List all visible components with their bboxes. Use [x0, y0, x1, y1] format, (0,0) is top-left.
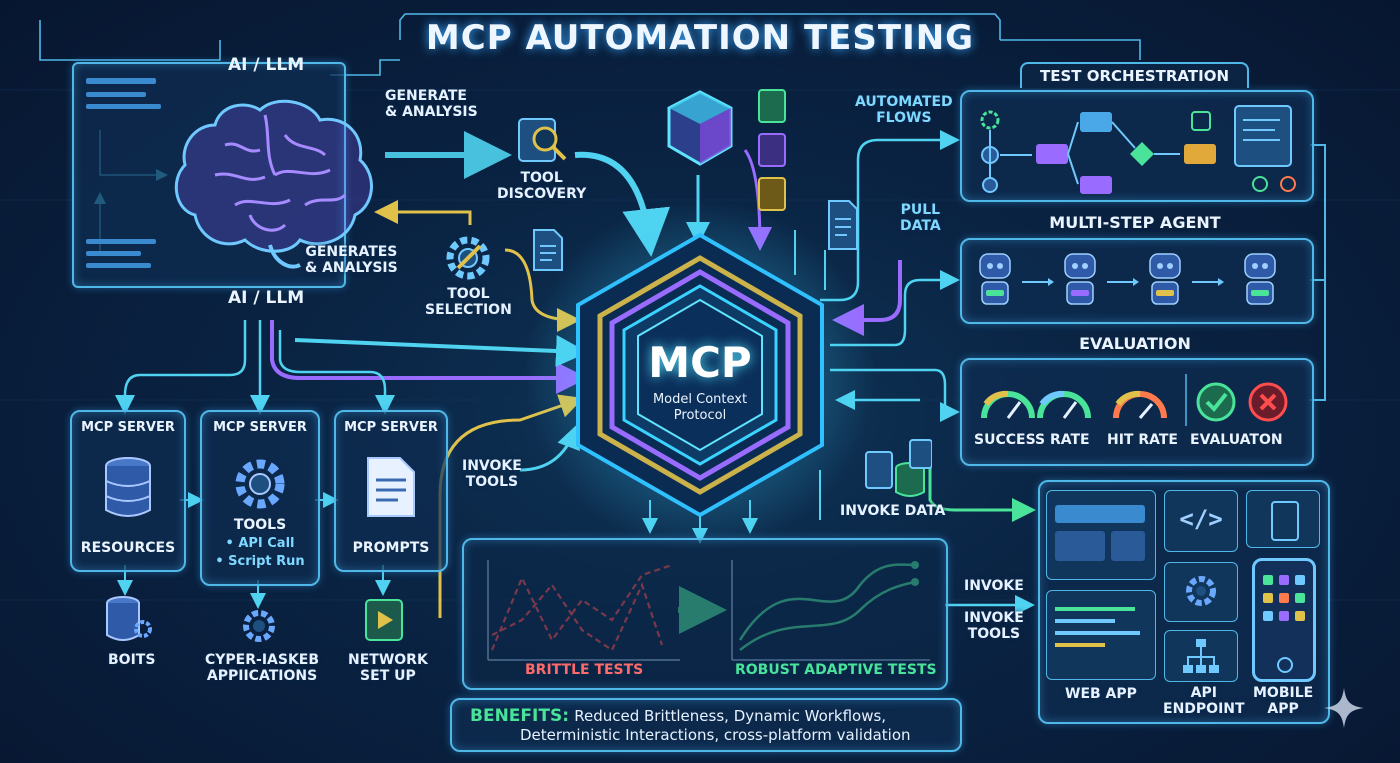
robust-tests-label: ROBUST ADAPTIVE TESTS [735, 662, 937, 678]
mobile-phone-icon [1252, 558, 1316, 682]
document-icon-right [828, 200, 858, 250]
boits-label: BOITS [108, 652, 156, 668]
magnifier-doc-icon [518, 118, 567, 162]
test-orchestration-panel [960, 90, 1314, 202]
video-play-icon [365, 599, 403, 641]
charts-panel [462, 538, 948, 690]
server-header: MCP SERVER [81, 420, 175, 435]
hit-rate-label: HIT RATE [1107, 432, 1178, 448]
server-label: PROMPTS [352, 540, 430, 556]
multi-step-agent-panel [960, 238, 1314, 324]
invoke-data-label: INVOKE DATA [840, 503, 946, 519]
benefits-text-1: Reduced Brittleness, Dynamic Workflows, [574, 707, 887, 725]
mcp-server-tools: MCP SERVER TOOLS • API Call • Script Run [200, 410, 320, 586]
llm-code-panel [72, 62, 346, 288]
server-label: TOOLS [233, 517, 287, 533]
api-gear-box [1164, 562, 1238, 622]
test-orchestration-title: TEST ORCHESTRATION [1020, 62, 1249, 88]
tools-bullet-script: • Script Run [215, 554, 305, 569]
evaluation-panel: SUCCESS RATE HIT RATE EVALUATON [960, 358, 1314, 466]
ai-llm-top-label: AI / LLM [228, 55, 305, 75]
mcp-server-prompts: MCP SERVER PROMPTS [334, 410, 448, 572]
server-label: RESOURCES [80, 540, 176, 556]
database-icon [105, 457, 151, 517]
server-header: MCP SERVER [213, 420, 307, 435]
api-network-box [1164, 630, 1238, 682]
prompt-document-icon [367, 457, 415, 517]
invoke-right-label: INVOKE [964, 578, 1024, 594]
cube-icon [667, 90, 733, 166]
robot-icons [979, 253, 1276, 305]
mcp-core-title: MCP [648, 338, 752, 387]
ai-llm-bottom-label: AI / LLM [228, 288, 305, 308]
page-title: MCP AUTOMATION TESTING [425, 18, 975, 58]
success-rate-label: SUCCESS RATE [974, 432, 1090, 448]
tools-bullet-api: • API Call [225, 536, 295, 551]
brain-icon [174, 99, 373, 269]
network-tree-icon [1183, 639, 1219, 673]
server-header: MCP SERVER [344, 420, 438, 435]
benefits-text-2: Deterministic Interactions, cross-platfo… [520, 726, 911, 744]
benefits-line1: BENEFITS: Reduced Brittleness, Dynamic W… [470, 706, 886, 726]
mobile-window-top [1246, 490, 1320, 548]
gear-wrench-icon [446, 236, 490, 280]
file-icons [758, 89, 786, 211]
brittle-tests-label: BRITTLE TESTS [525, 662, 644, 678]
code-tag-icon: </> [1164, 490, 1238, 552]
mcp-core-sub2: Protocol [673, 408, 727, 423]
generates-analysis-label: GENERATES& ANALYSIS [305, 244, 398, 276]
evaluator-label: EVALUATON [1190, 432, 1283, 448]
gear-api-icon [1186, 576, 1216, 606]
gear-small-icon [243, 610, 275, 642]
web-app-label: WEB APP [1065, 686, 1137, 702]
benefits-heading: BENEFITS: [470, 706, 569, 726]
gear-icon [235, 459, 285, 509]
mcp-server-resources: MCP SERVER RESOURCES [70, 410, 186, 572]
data-docs-icon [865, 439, 932, 497]
workflow-icon [980, 105, 1296, 194]
generate-analysis-label: GENERATE& ANALYSIS [385, 88, 478, 120]
code-editor-window [1046, 590, 1156, 680]
evaluation-title: EVALUATION [1079, 334, 1191, 353]
multi-step-agent-title: MULTI-STEP AGENT [1049, 213, 1221, 232]
mcp-core-sub1: Model Context [652, 392, 748, 407]
document-icon [533, 229, 563, 271]
database-small-icon [106, 596, 152, 641]
sparkle-icon [1324, 688, 1364, 728]
benefits-panel [450, 698, 962, 752]
gauge-icons [981, 374, 1288, 426]
web-app-window [1046, 490, 1156, 580]
